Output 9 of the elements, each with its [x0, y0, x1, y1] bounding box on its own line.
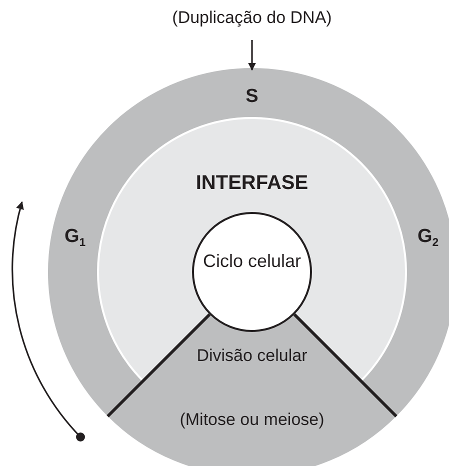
region-label: (Mitose ou meiose): [178, 410, 326, 430]
phase-label: S: [244, 86, 260, 108]
phase-label: INTERFASE: [194, 172, 310, 195]
phase-label: G$_{1}$: [63, 226, 87, 250]
region-label: Ciclo celular: [202, 251, 302, 272]
arrow: [248, 40, 256, 71]
phase-label: G$_{2}$: [416, 226, 440, 250]
caption-text: (Duplicação do DNA): [171, 8, 333, 28]
region-label: Divisão celular: [196, 346, 308, 366]
